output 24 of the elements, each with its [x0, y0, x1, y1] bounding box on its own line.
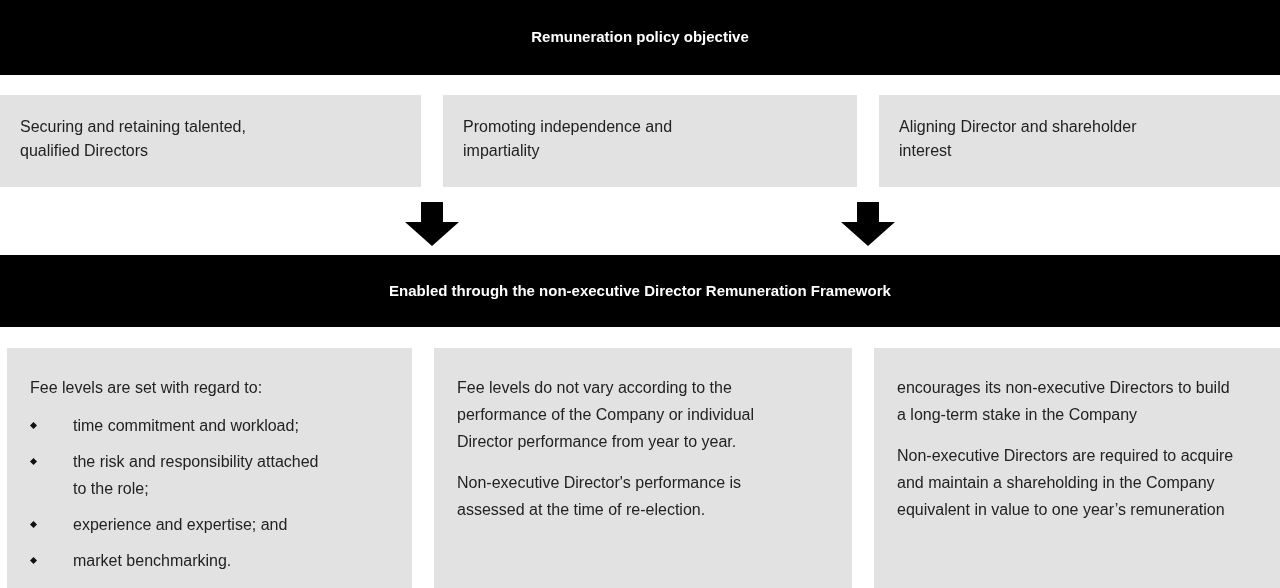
- paragraph-text: Fee levels do not vary according to the performance of the Company or individual Director performance from year to year.: [457, 378, 756, 452]
- content-panel: [434, 348, 852, 588]
- content-panel: [879, 95, 1280, 187]
- banner-heading: Remuneration policy objective: [531, 27, 749, 48]
- objective-text: Securing and retaining talented, qualified Directors: [20, 117, 247, 161]
- paragraph-text: Non-executive Director's performance is assessed at the time of re-election.: [457, 473, 743, 520]
- content-panel: [7, 348, 412, 588]
- banner-heading: Enabled through the non-executive Director Remuneration Framework: [389, 280, 891, 301]
- list-item: the risk and responsibility attached to the role;: [73, 452, 320, 499]
- header-banner: [0, 255, 1280, 327]
- objective-text: Promoting independence and impartiality: [463, 117, 674, 161]
- paragraph-text: Non-executive Directors are required to acquire and maintain a shareholding in the Company equivalent in value to one year’s remuneration: [897, 446, 1235, 520]
- list-item: market benchmarking.: [73, 551, 232, 571]
- content-panel: [443, 95, 857, 187]
- down-arrow: [405, 202, 459, 246]
- content-panel: [0, 95, 421, 187]
- intro-text: Fee levels are set with regard to:: [30, 378, 264, 398]
- paragraph-text: encourages its non-executive Directors to build a long-term stake in the Company: [897, 378, 1231, 425]
- list-item: experience and expertise; and: [73, 515, 288, 535]
- list-item: time commitment and workload;: [73, 416, 299, 436]
- header-banner: [0, 0, 1280, 75]
- content-panel: [874, 348, 1280, 588]
- objective-text: Aligning Director and shareholder interest: [899, 117, 1138, 161]
- down-arrow: [841, 202, 895, 246]
